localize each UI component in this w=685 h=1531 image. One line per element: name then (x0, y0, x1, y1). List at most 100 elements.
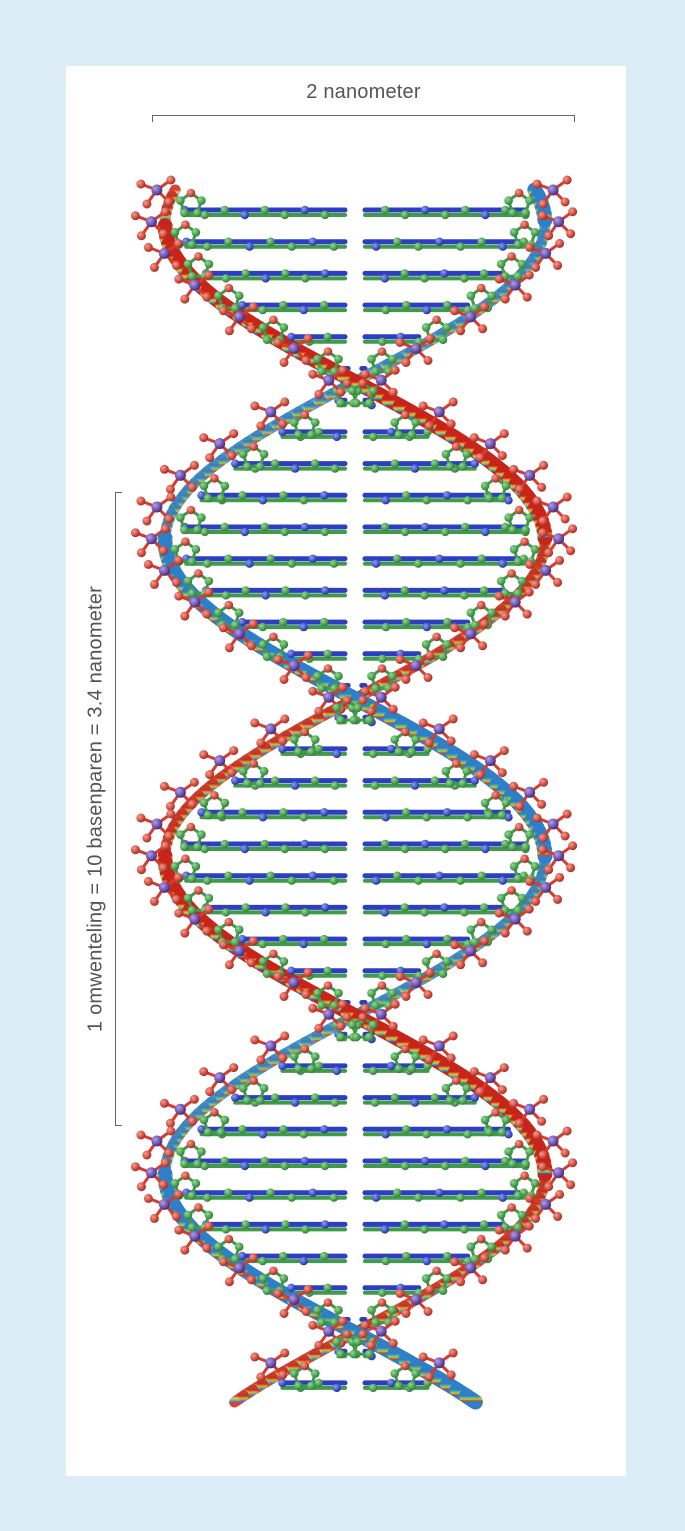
phosphorus-atom (175, 787, 186, 798)
oxygen-atom (391, 1317, 400, 1326)
sugar-atom (313, 355, 322, 364)
oxygen-atom (389, 388, 398, 397)
width-bracket (152, 115, 575, 122)
sugar-atom (217, 494, 226, 503)
oxygen-atom (450, 306, 459, 315)
backbone-strand-back (165, 190, 545, 1402)
base-atom (481, 528, 489, 536)
oxygen-atom (450, 623, 459, 632)
sugar-atom (336, 716, 345, 725)
base-atom (279, 1125, 287, 1133)
sugar-atom (181, 854, 190, 863)
oxygen-atom (424, 1307, 433, 1316)
oxygen-atom (180, 1246, 189, 1255)
sugar-atom (317, 684, 326, 693)
sugar-atom (225, 1235, 234, 1244)
sugar-atom (507, 886, 516, 895)
sugar-atom (193, 209, 202, 218)
sugar-atom (388, 1306, 397, 1315)
sugar-atom (200, 482, 209, 491)
sugar-atom (235, 291, 244, 300)
base-atom (321, 211, 329, 219)
oxygen-atom (160, 782, 169, 791)
oxygen-atom (456, 1277, 465, 1286)
base-atom (456, 243, 464, 251)
base-atom (320, 618, 328, 626)
phosphorus-atom (434, 1040, 445, 1051)
oxygen-atom (314, 390, 323, 399)
sugar-atom (180, 526, 189, 535)
phosphorus-atom (510, 597, 521, 608)
sugar-atom (515, 1140, 524, 1149)
phosphorus-atom (434, 723, 445, 734)
base-atom (401, 586, 409, 594)
phosphorus-atom (553, 850, 564, 861)
oxygen-atom (476, 1087, 485, 1096)
sugar-atom (502, 799, 511, 808)
oxygen-atom (247, 958, 256, 967)
oxygen-atom (515, 1119, 524, 1128)
oxygen-atom (470, 433, 479, 442)
sugar-atom (365, 399, 374, 408)
oxygen-atom (498, 451, 507, 460)
oxygen-atom (544, 231, 553, 240)
base-atom (387, 428, 395, 436)
base-atom (461, 523, 469, 531)
sugar-atom (260, 1084, 269, 1093)
oxygen-atom (174, 275, 183, 284)
sugar-atom (188, 589, 197, 598)
sugar-atom (324, 1298, 333, 1307)
sugar-atom (411, 1052, 420, 1061)
oxygen-atom (302, 356, 311, 365)
base-atom (224, 1189, 232, 1197)
base-atom (420, 591, 428, 599)
sugar-atom (477, 918, 486, 927)
oxygen-atom (174, 909, 183, 918)
base-atom (320, 1252, 328, 1260)
phosphorus-atom (540, 248, 551, 259)
oxygen-atom (419, 1035, 428, 1044)
sugar-atom (188, 874, 197, 883)
sugar-atom (359, 379, 368, 388)
base-atom (287, 967, 295, 975)
sugar-atom (336, 1033, 345, 1042)
oxygen-atom (137, 548, 146, 557)
base-atom (402, 491, 410, 499)
oxygen-atom (150, 263, 159, 272)
sugar-atom (446, 1096, 455, 1105)
base-atom (443, 491, 451, 499)
oxygen-atom (553, 261, 562, 270)
oxygen-atom (229, 746, 238, 755)
sugar-atom (187, 506, 196, 515)
sugar-atom (388, 672, 397, 681)
base-atom (242, 269, 250, 277)
oxygen-atom (172, 895, 181, 904)
sugar-atom (498, 1128, 507, 1137)
base-atom (393, 238, 401, 246)
oxygen-atom (425, 1372, 434, 1381)
oxygen-atom (204, 905, 213, 914)
oxygen-atom (449, 1031, 458, 1040)
sugar-atom (371, 1318, 380, 1327)
oxygen-atom (478, 641, 487, 650)
base-atom (420, 274, 428, 282)
sugar-atom (210, 791, 219, 800)
oxygen-atom (389, 705, 398, 714)
oxygen-atom (425, 421, 434, 430)
oxygen-atom (480, 302, 489, 311)
base-atom (393, 555, 401, 563)
base-atom (301, 840, 309, 848)
oxygen-atom (538, 211, 547, 220)
sugar-atom (260, 450, 269, 459)
base-atom (333, 1067, 341, 1075)
sugar-atom (485, 811, 494, 820)
base-atom (480, 586, 488, 594)
base-atom (315, 745, 323, 753)
oxygen-atom (256, 421, 265, 430)
sugar-atom (204, 811, 213, 820)
sugar-atom (463, 1084, 472, 1093)
phosphorus-atom (540, 565, 551, 576)
base-atom (422, 813, 430, 821)
sugar-atom (510, 1179, 519, 1188)
base-atom (330, 243, 338, 251)
